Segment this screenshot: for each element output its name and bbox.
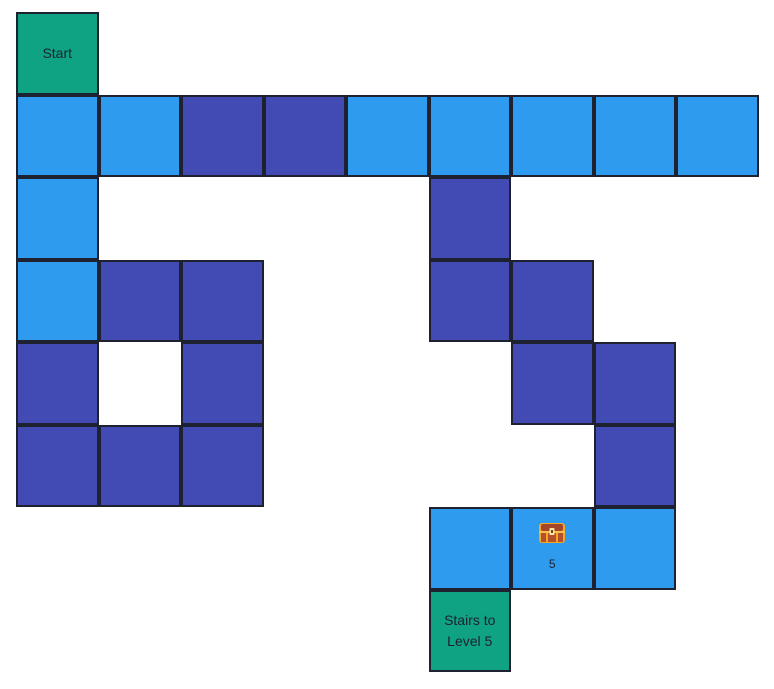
map-tile[interactable]: [428, 259, 511, 342]
map-tile[interactable]: [181, 259, 264, 342]
map-tile[interactable]: [593, 424, 676, 507]
map-tile[interactable]: [16, 342, 99, 425]
map-tile[interactable]: [16, 424, 99, 507]
map-tile[interactable]: [98, 94, 181, 177]
map-tile[interactable]: [16, 259, 99, 342]
treasure-tile[interactable]: 5: [511, 507, 594, 590]
map-tile[interactable]: [16, 177, 99, 260]
map-tile[interactable]: [16, 94, 99, 177]
map-tile[interactable]: [428, 177, 511, 260]
map-tile[interactable]: [181, 94, 264, 177]
map-tile[interactable]: [181, 424, 264, 507]
map-tile[interactable]: [98, 259, 181, 342]
map-tile[interactable]: [676, 94, 759, 177]
map-tile[interactable]: [346, 94, 429, 177]
stairs-tile[interactable]: Stairs to Level 5: [428, 589, 511, 672]
treasure-count: 5: [548, 556, 556, 571]
map-tile[interactable]: [181, 342, 264, 425]
map-tile[interactable]: [511, 94, 594, 177]
map-tile[interactable]: [428, 94, 511, 177]
map-tile[interactable]: [593, 342, 676, 425]
map-tile[interactable]: [593, 507, 676, 590]
treasure-chest-icon: [538, 522, 566, 544]
map-tile[interactable]: [428, 507, 511, 590]
map-tile[interactable]: [98, 424, 181, 507]
tile-label: Start: [42, 44, 73, 61]
map-tile[interactable]: [511, 259, 594, 342]
tile-label: Stairs to Level 5: [444, 611, 496, 649]
map-tile[interactable]: [593, 94, 676, 177]
map-tile[interactable]: [511, 342, 594, 425]
map-tile[interactable]: [263, 94, 346, 177]
start-tile[interactable]: Start: [16, 12, 99, 95]
